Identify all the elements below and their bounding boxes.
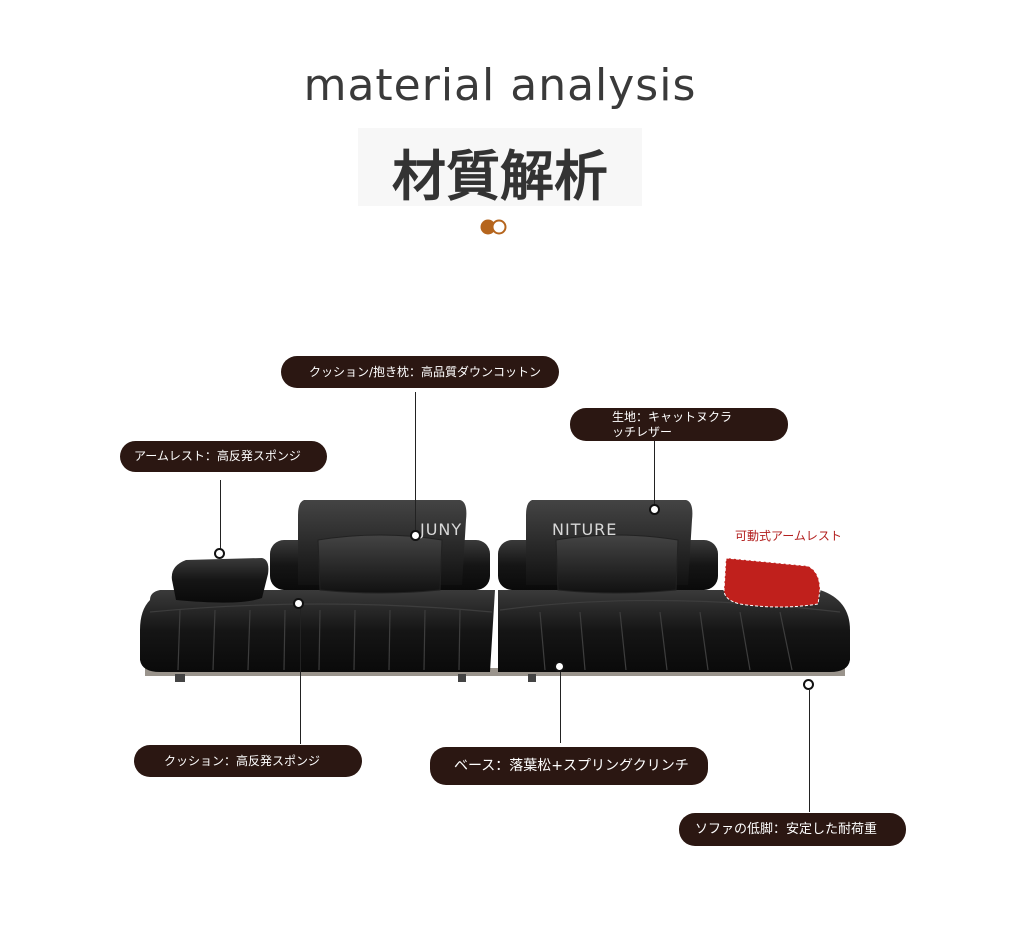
callout-cushion-pillow: クッション/抱き枕：高品質ダウンコットン xyxy=(281,356,559,388)
hotspot-seat-cushion[interactable] xyxy=(293,598,304,609)
movable-armrest-label: 可動式アームレスト xyxy=(735,529,842,543)
throw-pillow-left xyxy=(317,534,443,594)
title-english: material analysis xyxy=(303,60,697,111)
callout-fabric: 生地：キャットヌクラッチレザー xyxy=(570,408,788,441)
callout-base: ベース：落葉松+スプリングクリンチ xyxy=(430,747,708,785)
callout-armrest: アームレスト：高反発スポンジ xyxy=(120,441,327,472)
hotspot-pillow[interactable] xyxy=(410,530,421,541)
sofa-base-rail xyxy=(145,668,845,676)
hotspot-legs[interactable] xyxy=(803,679,814,690)
throw-pillow-right xyxy=(555,534,679,594)
connector-base xyxy=(560,668,561,743)
decorative-dots-icon xyxy=(480,219,507,235)
callout-legs: ソファの低脚：安定した耐荷重 xyxy=(679,813,906,846)
connector-armrest xyxy=(220,480,221,553)
sofa-foot-left xyxy=(175,674,185,682)
hotspot-base[interactable] xyxy=(554,661,565,672)
sofa-tufting xyxy=(149,599,841,671)
watermark-right: NITURE xyxy=(552,520,618,539)
watermark-left: JUNY xyxy=(420,520,463,539)
movable-armrest-red xyxy=(723,557,821,608)
title-japanese: 材質解析 xyxy=(392,145,608,208)
sofa-foot-mid2 xyxy=(528,674,536,682)
connector-pillow xyxy=(415,392,416,533)
armrest-left xyxy=(171,558,269,603)
hotspot-armrest[interactable] xyxy=(214,548,225,559)
hotspot-fabric[interactable] xyxy=(649,504,660,515)
callout-seat-cushion: クッション：高反発スポンジ xyxy=(134,745,362,777)
connector-fabric xyxy=(654,441,655,509)
title-background xyxy=(358,128,642,206)
sofa-seat-right xyxy=(498,590,850,672)
connector-legs xyxy=(809,690,810,812)
connector-seat-cushion xyxy=(300,604,301,744)
sofa-seat-left xyxy=(140,590,495,672)
sofa-foot-mid xyxy=(458,674,466,682)
